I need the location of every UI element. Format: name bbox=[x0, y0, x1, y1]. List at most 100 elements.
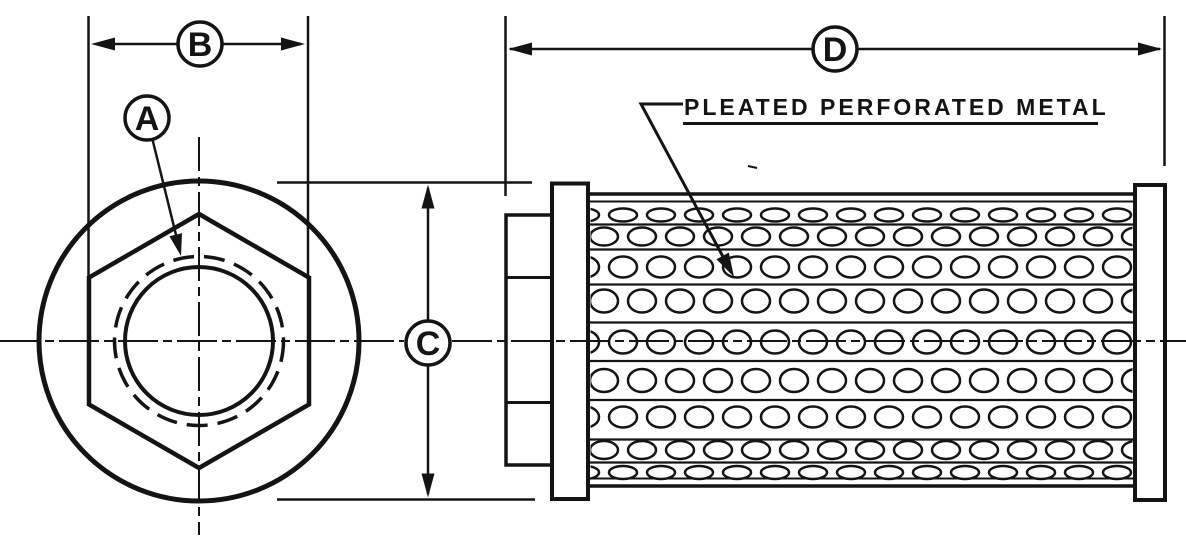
perforation-hole bbox=[816, 439, 848, 461]
perforation-hole bbox=[1025, 464, 1057, 481]
perforation-hole bbox=[892, 288, 924, 314]
perforation-hole bbox=[740, 439, 772, 461]
perforation-hole bbox=[911, 207, 943, 223]
perforation-hole bbox=[1063, 464, 1095, 481]
perforation-hole bbox=[664, 367, 696, 394]
perforation-hole bbox=[664, 439, 696, 461]
label-a-arrow bbox=[169, 233, 182, 256]
perforation-hole bbox=[645, 255, 677, 279]
perforation-hole bbox=[1006, 288, 1038, 314]
perforation-hole bbox=[816, 288, 848, 314]
perforation-hole bbox=[968, 226, 1000, 247]
perforation-hole bbox=[1082, 288, 1114, 314]
label-a-leader bbox=[151, 139, 180, 244]
perforation-hole bbox=[892, 439, 924, 461]
perforation-hole bbox=[740, 288, 772, 314]
perforation-hole bbox=[607, 255, 639, 279]
perforation-hole bbox=[949, 464, 981, 481]
callout-label: PLEATED PERFORATED METAL bbox=[684, 94, 1109, 120]
perforation-hole bbox=[797, 207, 829, 223]
perforation-hole bbox=[968, 439, 1000, 461]
perforation-hole bbox=[949, 207, 981, 223]
perforation-hole bbox=[854, 439, 886, 461]
perforation-hole bbox=[797, 464, 829, 481]
perforation-hole bbox=[626, 439, 658, 461]
perforation-hole bbox=[645, 464, 677, 481]
perforation-hole bbox=[797, 405, 829, 429]
perforation-hole bbox=[854, 288, 886, 314]
perforation-hole bbox=[1025, 207, 1057, 223]
perforation-hole bbox=[626, 367, 658, 394]
perforation-hole bbox=[949, 405, 981, 429]
perforation-hole bbox=[987, 405, 1019, 429]
perforation-hole bbox=[873, 405, 905, 429]
perforation-hole bbox=[1063, 255, 1095, 279]
perforation-hole bbox=[1063, 207, 1095, 223]
perforation-hole bbox=[1025, 255, 1057, 279]
perforation-hole bbox=[1044, 367, 1076, 394]
perforation-hole bbox=[590, 256, 601, 278]
dim-c-label: C bbox=[416, 325, 441, 363]
perforation-hole bbox=[607, 207, 639, 223]
perforation-hole bbox=[873, 464, 905, 481]
perforation-hole bbox=[1120, 226, 1133, 247]
perforation-hole bbox=[590, 288, 620, 314]
dim-d-label: D bbox=[823, 31, 848, 69]
perforation-hole bbox=[645, 405, 677, 429]
perforation-hole bbox=[683, 464, 715, 481]
perforation-hole bbox=[778, 226, 810, 247]
perforation-hole bbox=[835, 405, 867, 429]
perforation-hole bbox=[930, 367, 962, 394]
perforation-hole bbox=[892, 226, 924, 247]
perforation-hole bbox=[721, 464, 753, 481]
perforation-hole bbox=[930, 439, 962, 461]
perforation-hole bbox=[930, 226, 962, 247]
perforation-hole bbox=[1101, 207, 1133, 223]
dim-c-arrow-down bbox=[421, 473, 435, 498]
perforation-hole bbox=[1025, 405, 1057, 429]
perforation-hole bbox=[816, 367, 848, 394]
perforation-hole bbox=[607, 405, 639, 429]
perforation-hole bbox=[873, 207, 905, 223]
perforation-hole bbox=[968, 367, 1000, 394]
perforation-hole bbox=[1082, 226, 1114, 247]
perforation-hole bbox=[987, 464, 1019, 481]
perforation-hole bbox=[911, 464, 943, 481]
pleated-metal-callout: PLEATED PERFORATED METAL bbox=[638, 94, 1109, 277]
perforation-hole bbox=[797, 255, 829, 279]
perforation-hole bbox=[590, 226, 620, 247]
perforation-hole bbox=[1101, 464, 1133, 481]
perforation-hole bbox=[1120, 368, 1133, 393]
perforation-hole bbox=[1044, 288, 1076, 314]
perforation-hole bbox=[968, 288, 1000, 314]
end-view bbox=[36, 137, 362, 535]
perforation-hole bbox=[590, 367, 620, 394]
perforation-hole bbox=[835, 207, 867, 223]
perforation-hole bbox=[911, 255, 943, 279]
perforation-hole bbox=[590, 406, 601, 428]
perforation-hole bbox=[1044, 226, 1076, 247]
callout-leader bbox=[638, 102, 730, 267]
perforation-hole bbox=[702, 288, 734, 314]
perforation-hole bbox=[835, 464, 867, 481]
perforation-hole bbox=[683, 255, 715, 279]
right-end-flange bbox=[1133, 183, 1167, 502]
perforation-hole bbox=[759, 464, 791, 481]
perforation-hole bbox=[721, 405, 753, 429]
perforation-hole bbox=[987, 255, 1019, 279]
callout-arrow bbox=[716, 252, 734, 277]
perforation-hole bbox=[1006, 226, 1038, 247]
perforation-hole bbox=[664, 288, 696, 314]
perforation-hole bbox=[835, 255, 867, 279]
perforation-hole bbox=[590, 207, 601, 223]
perforation-hole bbox=[1101, 405, 1133, 429]
perforation-hole bbox=[664, 226, 696, 247]
dimension-c: C bbox=[277, 181, 535, 501]
perforation-hole bbox=[1006, 439, 1038, 461]
perforation-hole bbox=[702, 439, 734, 461]
perforation-hole bbox=[645, 207, 677, 223]
label-a: A bbox=[123, 94, 182, 256]
perforation-hole bbox=[1082, 367, 1114, 394]
